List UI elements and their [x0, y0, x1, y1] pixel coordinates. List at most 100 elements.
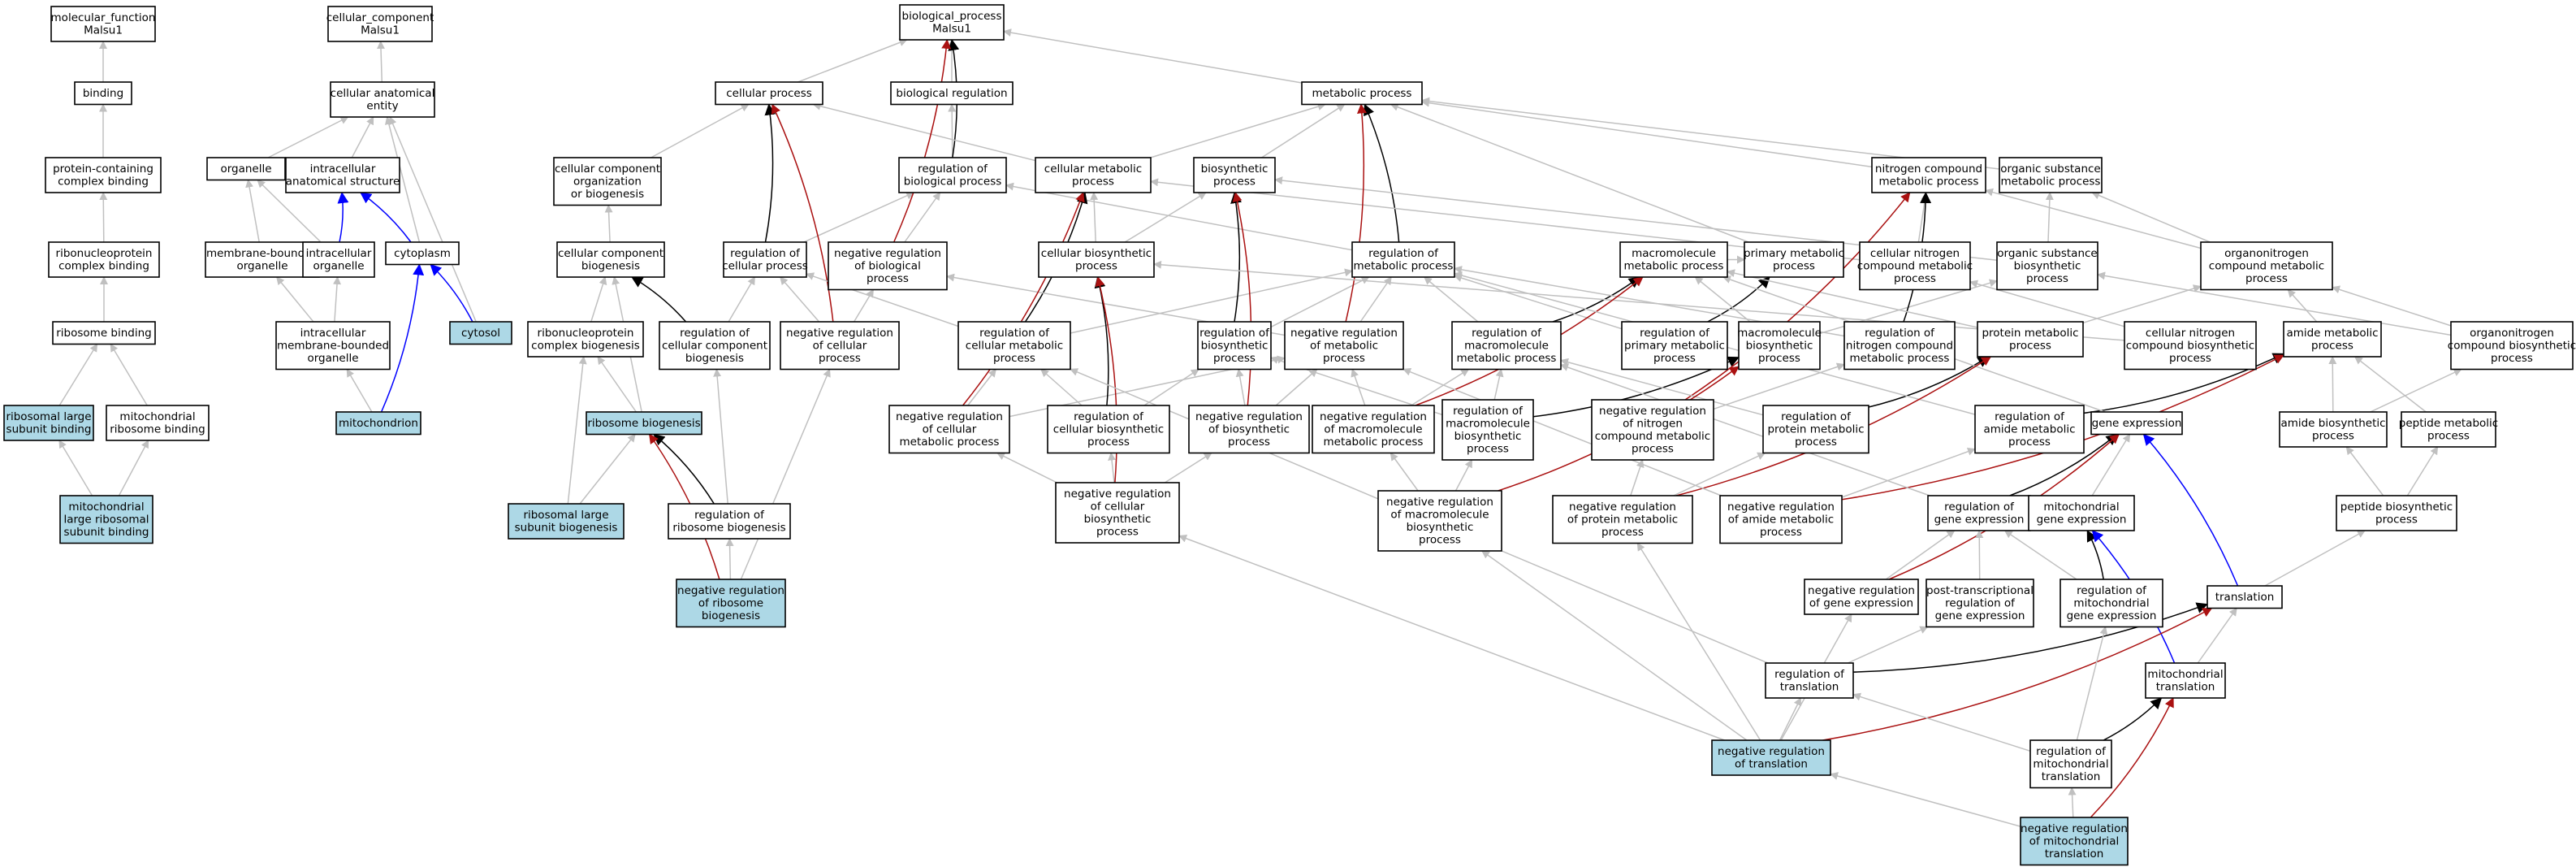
node-label-line: protein metabolic [1982, 327, 2078, 340]
node-box [2450, 321, 2574, 371]
edge-is-a-mrb-to-rb [110, 343, 148, 406]
node-label-line: biogenesis [581, 260, 640, 273]
node-box [527, 321, 644, 358]
node-label-line: mitochondrial [2043, 501, 2119, 514]
node-label-line: process [2026, 272, 2068, 285]
node-label-line: compound metabolic [1857, 260, 1973, 273]
go-term-node-trans[interactable]: translation [2206, 585, 2283, 609]
go-term-node-bind[interactable]: binding [74, 81, 132, 106]
go-term-node-cytosol[interactable]: cytosol [449, 321, 512, 345]
go-term-node-rbg[interactable]: ribosome biogenesis [586, 411, 702, 436]
go-term-node-br[interactable]: biological regulation [890, 81, 1014, 106]
go-term-node-mito[interactable]: mitochondrion [335, 411, 421, 436]
edge-is-a-pepbp-to-pepmp [2406, 446, 2439, 496]
node-label-line: translation [2215, 591, 2275, 604]
node-label: mitochondrion [339, 417, 418, 430]
go-term-node-cyto[interactable]: cytoplasm [385, 241, 460, 266]
go-term-node-ge[interactable]: gene expression [2090, 411, 2183, 436]
edge-is-a-nrcp-to-rocp [780, 276, 820, 323]
go-term-node-rb[interactable]: ribosome binding [52, 321, 156, 345]
go-term-node-cp[interactable]: cellular process [715, 81, 823, 106]
node-label-line: regulation of [1945, 597, 2016, 610]
edge-is-a-nrcmp-to-rcmp [967, 368, 996, 406]
node-label-line: process [819, 352, 861, 365]
go-term-node-org[interactable]: organelle [206, 157, 286, 181]
go-term-node-mp[interactable]: metabolic process [1301, 81, 1423, 106]
edge-regulates-rmp-to-mp [1364, 103, 1400, 243]
